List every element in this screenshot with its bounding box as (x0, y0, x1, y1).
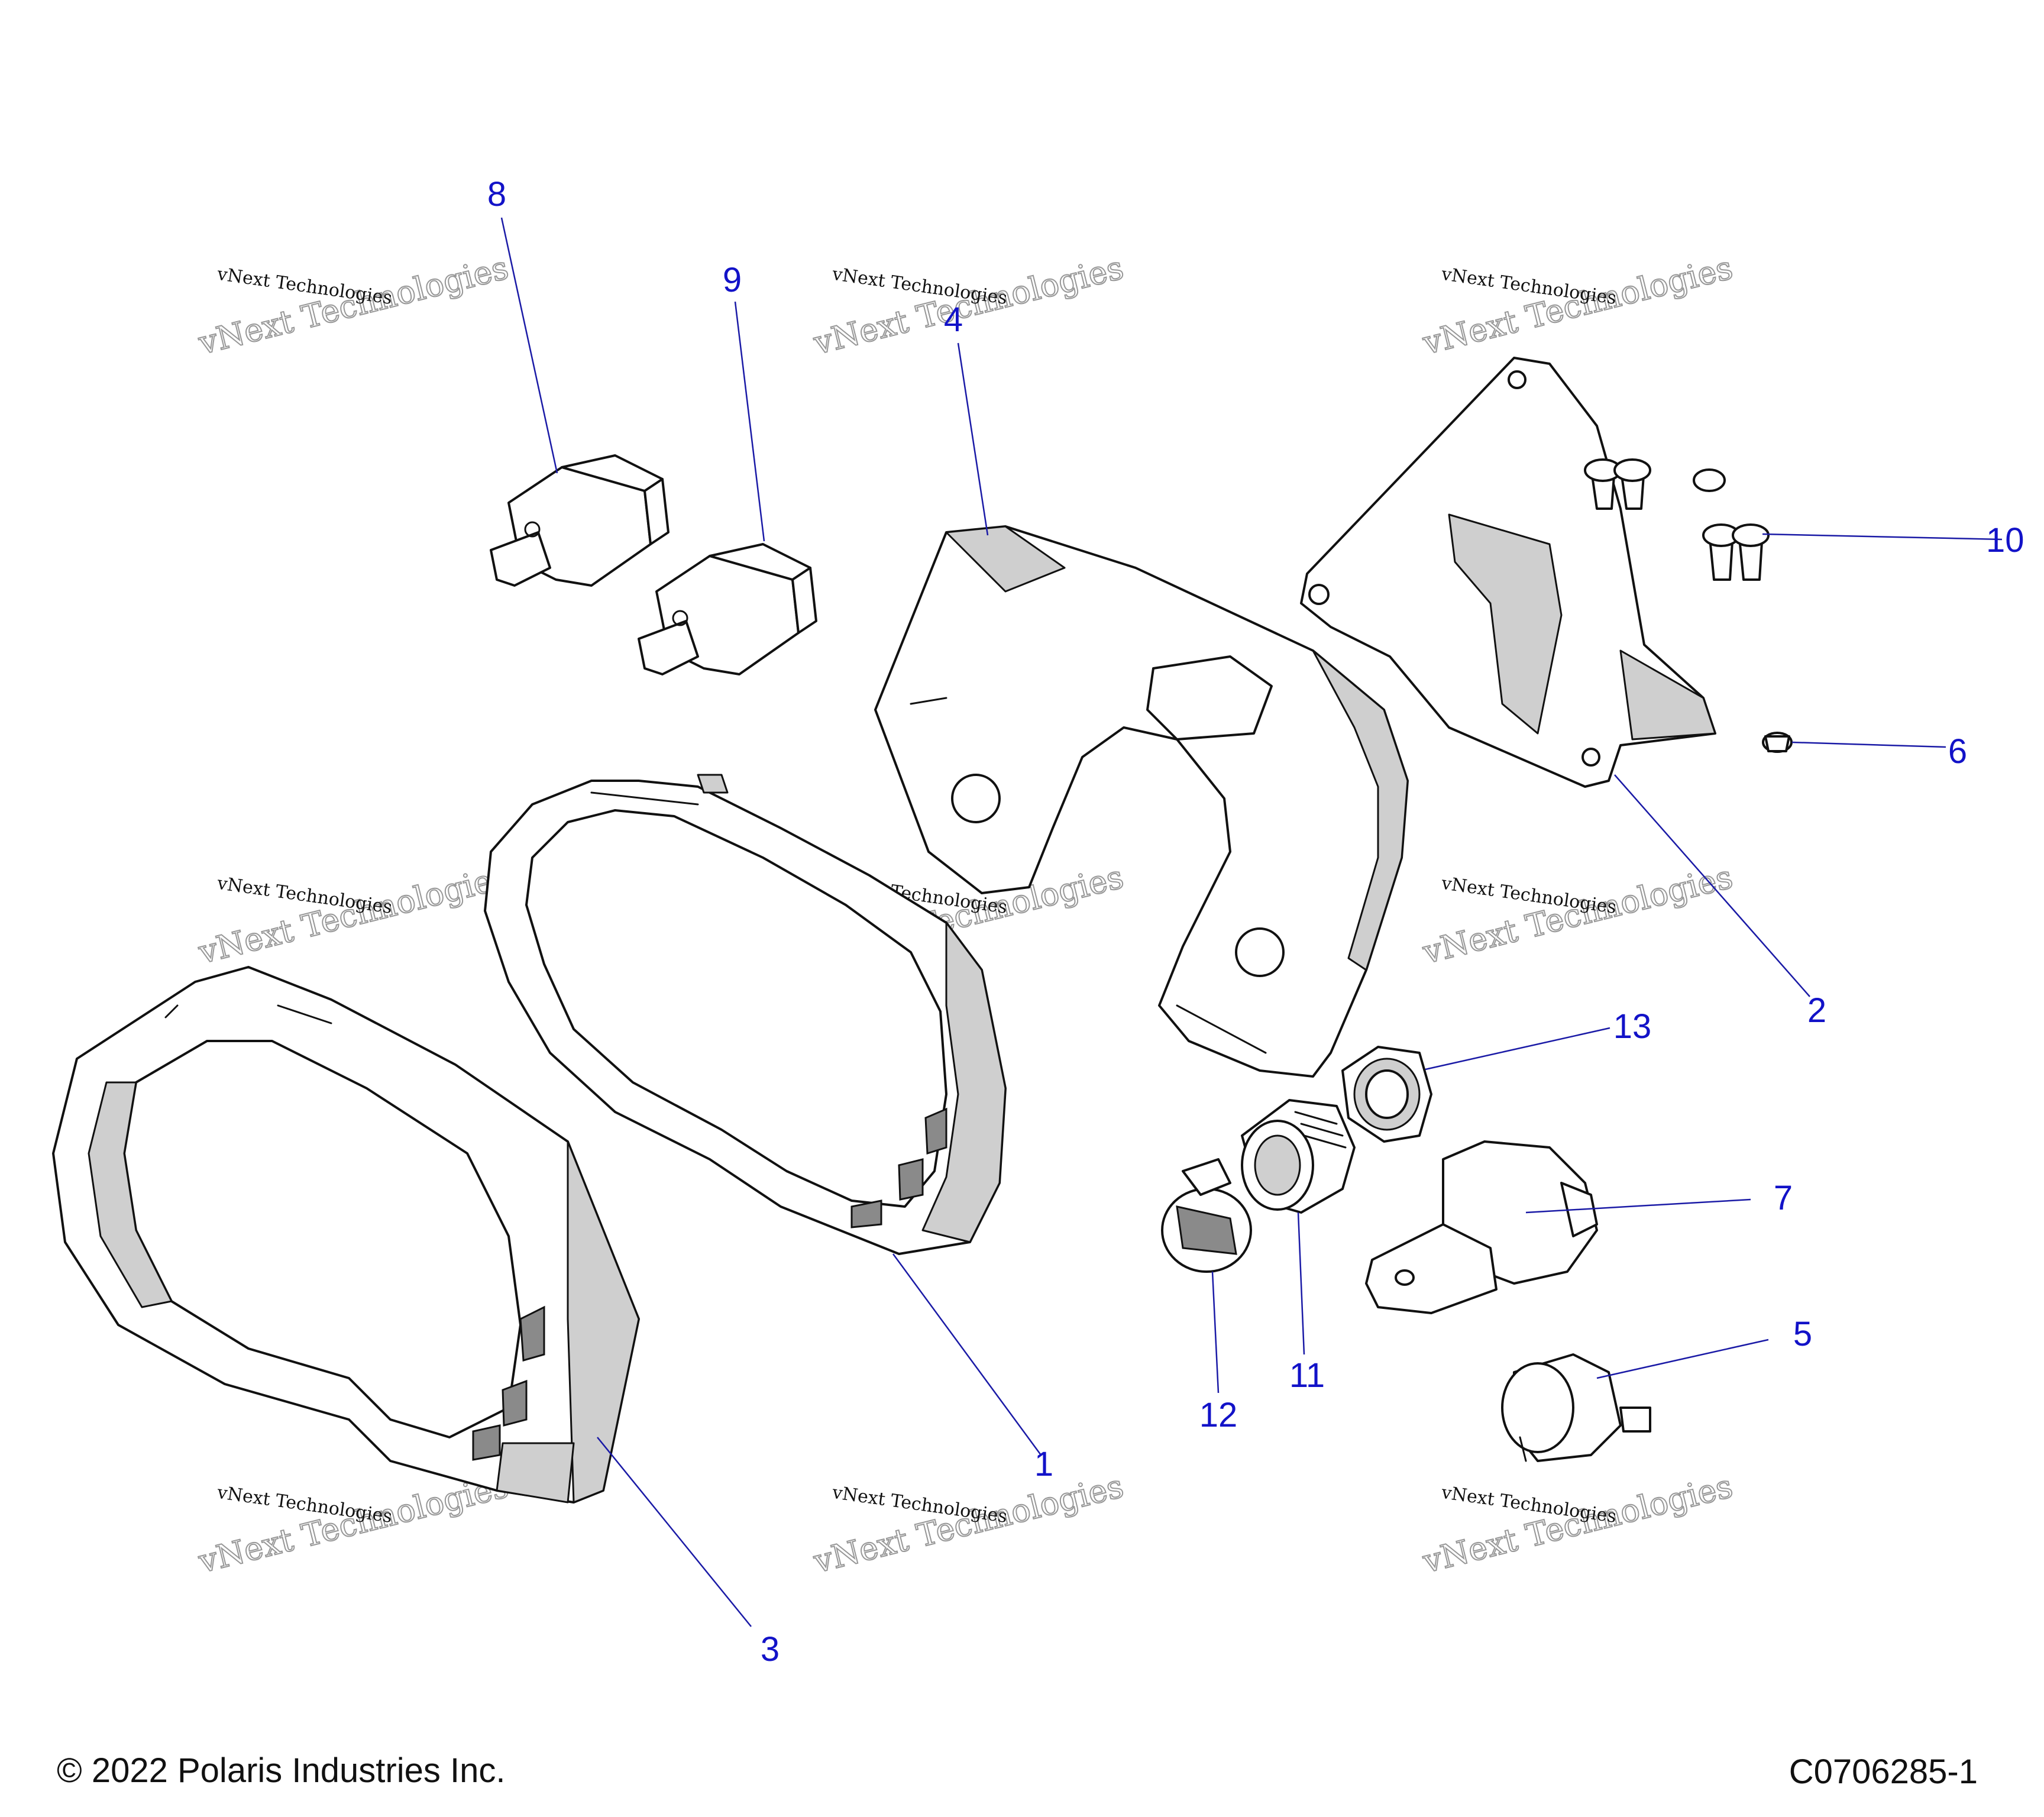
bracket-hole (1308, 584, 1330, 605)
watermark: vNext Technologies vNext Technologies (194, 248, 513, 363)
watermark: vNext Technologies vNext Technologies (809, 1467, 1128, 1581)
callout-6: 6 (1948, 732, 1967, 771)
leader-line-13 (1425, 1027, 1610, 1071)
part-1-gauge-frame (484, 774, 1007, 1255)
callout-12: 12 (1199, 1396, 1238, 1434)
watermark-large-text: vNext Technologies (1419, 858, 1736, 971)
bracket-hole (1508, 370, 1526, 389)
leader-line-6 (1791, 741, 1946, 748)
watermark-large-text: vNext Technologies (195, 858, 512, 971)
part-6-push-pin (1762, 732, 1793, 753)
callout-10: 10 (1986, 521, 2024, 560)
watermark-large-text: vNext Technologies (810, 249, 1127, 362)
watermark: vNext Technologies vNext Technologies (1418, 1467, 1737, 1581)
watermark: vNext Technologies vNext Technologies (1418, 248, 1737, 363)
leader-line-4 (957, 342, 989, 536)
callout-11: 11 (1289, 1356, 1325, 1395)
callout-7: 7 (1774, 1179, 1793, 1217)
diagram-code: C0706285-1 (1789, 1753, 1978, 1791)
watermark: vNext Technologies vNext Technologies (194, 1467, 513, 1581)
leader-line-10 (1762, 533, 2003, 541)
watermark-large-text: vNext Technologies (1419, 1467, 1736, 1580)
callout-4: 4 (944, 300, 963, 339)
copyright-notice: © 2022 Polaris Industries Inc. (57, 1751, 506, 1790)
leader-line-12 (1211, 1271, 1220, 1394)
mount-boss (1235, 927, 1285, 977)
watermark-large-text: vNext Technologies (1419, 249, 1736, 362)
callouts: 1 2 3 4 5 6 7 8 9 10 11 12 13 (487, 175, 2024, 1669)
part-4-dash-housing (874, 525, 1409, 1078)
leader-lines (500, 217, 2003, 1627)
callout-5: 5 (1793, 1315, 1812, 1353)
part-11-socket (1241, 1099, 1356, 1214)
push-rivet (1693, 468, 1726, 492)
leader-line-2 (1614, 774, 1810, 997)
callout-8: 8 (487, 175, 506, 214)
callout-2: 2 (1807, 991, 1826, 1030)
leader-line-11 (1297, 1212, 1305, 1355)
leader-line-3 (597, 1437, 752, 1627)
part-8-switch (490, 454, 670, 587)
watermark: vNext Technologies vNext Technologies (1418, 858, 1737, 972)
part-13-retaining-nut (1341, 1046, 1432, 1143)
part-2-bracket (1300, 357, 1716, 788)
leader-line-1 (892, 1253, 1042, 1456)
part-7-ignition-switch (1365, 1140, 1598, 1314)
watermark-large-text: vNext Technologies (810, 1467, 1127, 1580)
watermark-large-text: vNext Technologies (195, 1467, 512, 1580)
leader-line-5 (1596, 1338, 1769, 1379)
callout-13: 13 (1613, 1007, 1652, 1046)
callout-1: 1 (1034, 1445, 1053, 1483)
callout-3: 3 (761, 1630, 780, 1669)
part-10-bolts (1584, 458, 1770, 581)
callout-9: 9 (723, 261, 742, 299)
leader-line-8 (500, 217, 558, 474)
part-9-switch (638, 543, 817, 675)
bolt-head (1613, 458, 1651, 482)
watermark: vNext Technologies vNext Technologies (194, 858, 513, 972)
mount-boss (951, 774, 1001, 823)
watermark: vNext Technologies vNext Technologies (809, 248, 1128, 363)
leader-line-7 (1525, 1198, 1751, 1214)
part-3-instrument-bezel (52, 966, 640, 1504)
part-12-socket-cap (1161, 1158, 1252, 1273)
part-5-power-outlet (1501, 1353, 1651, 1462)
watermark-large-text: vNext Technologies (195, 249, 512, 362)
leader-line-9 (734, 301, 765, 542)
bolt-head (1732, 523, 1770, 547)
bracket-hole (1581, 748, 1600, 767)
